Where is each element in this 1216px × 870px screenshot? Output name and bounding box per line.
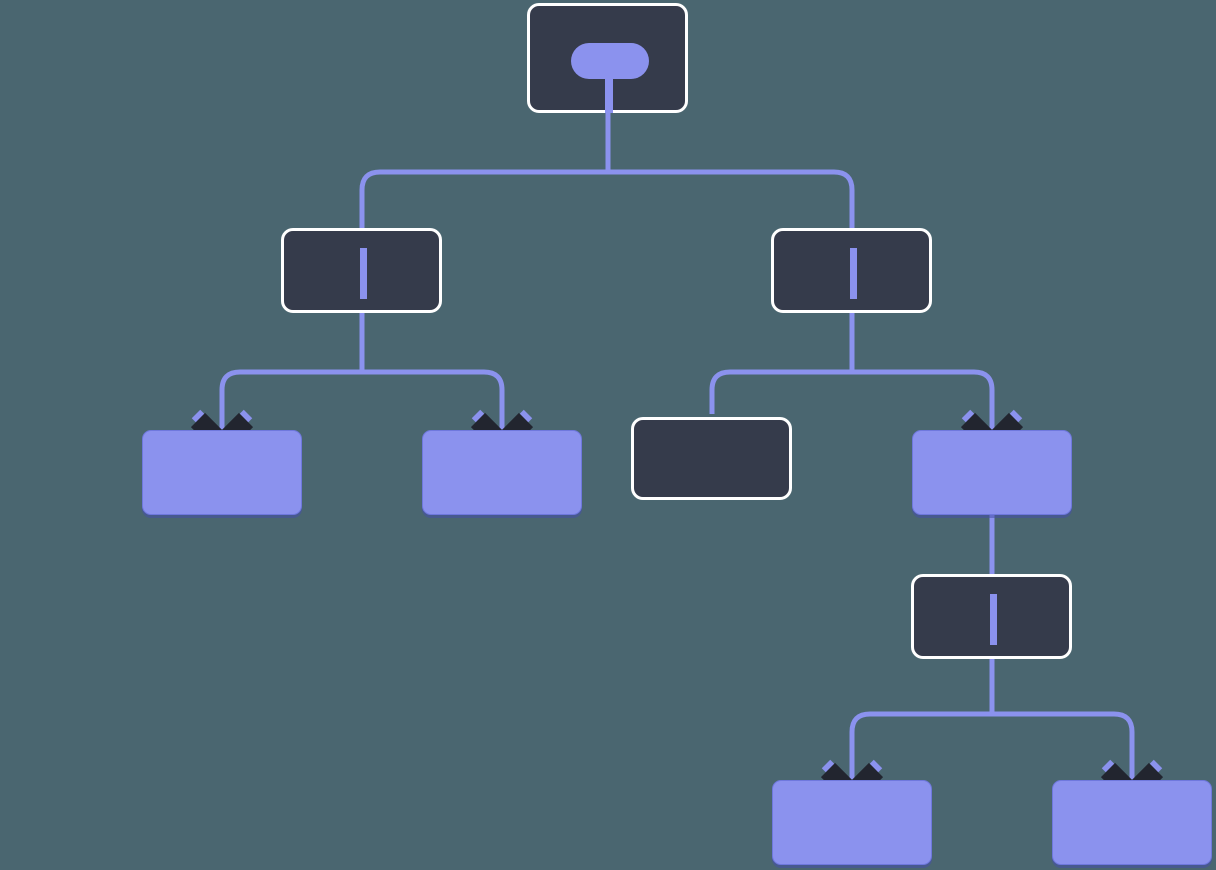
edge-r2-to-b xyxy=(992,711,1135,782)
node-leaf-left-b[interactable] xyxy=(422,430,582,515)
edge-right1-to-a xyxy=(709,369,852,414)
node-right-child-dark[interactable] xyxy=(631,417,792,500)
node-root[interactable] xyxy=(527,3,688,113)
node-right-branch[interactable] xyxy=(771,228,932,313)
node-left-branch[interactable] xyxy=(281,228,442,313)
node-leaf-left-a[interactable] xyxy=(142,430,302,515)
node-inner-bar-icon xyxy=(990,594,997,645)
node-inner-bar-icon xyxy=(360,248,367,299)
node-right-sub-branch[interactable] xyxy=(911,574,1072,659)
node-right-child-purple[interactable] xyxy=(912,430,1072,515)
edge-right1-to-b xyxy=(852,369,995,432)
node-leaf-bottom-a[interactable] xyxy=(772,780,932,865)
edge-left1-to-b xyxy=(362,369,505,432)
edge-r2-to-a xyxy=(849,711,992,782)
node-leaf-bottom-b[interactable] xyxy=(1052,780,1212,865)
edge-left1-to-a xyxy=(219,369,362,432)
node-inner-bar-icon xyxy=(850,248,857,299)
edge-root-to-left1 xyxy=(359,169,608,228)
edge-root-to-right1 xyxy=(608,169,855,228)
root-stem-icon xyxy=(605,73,613,113)
